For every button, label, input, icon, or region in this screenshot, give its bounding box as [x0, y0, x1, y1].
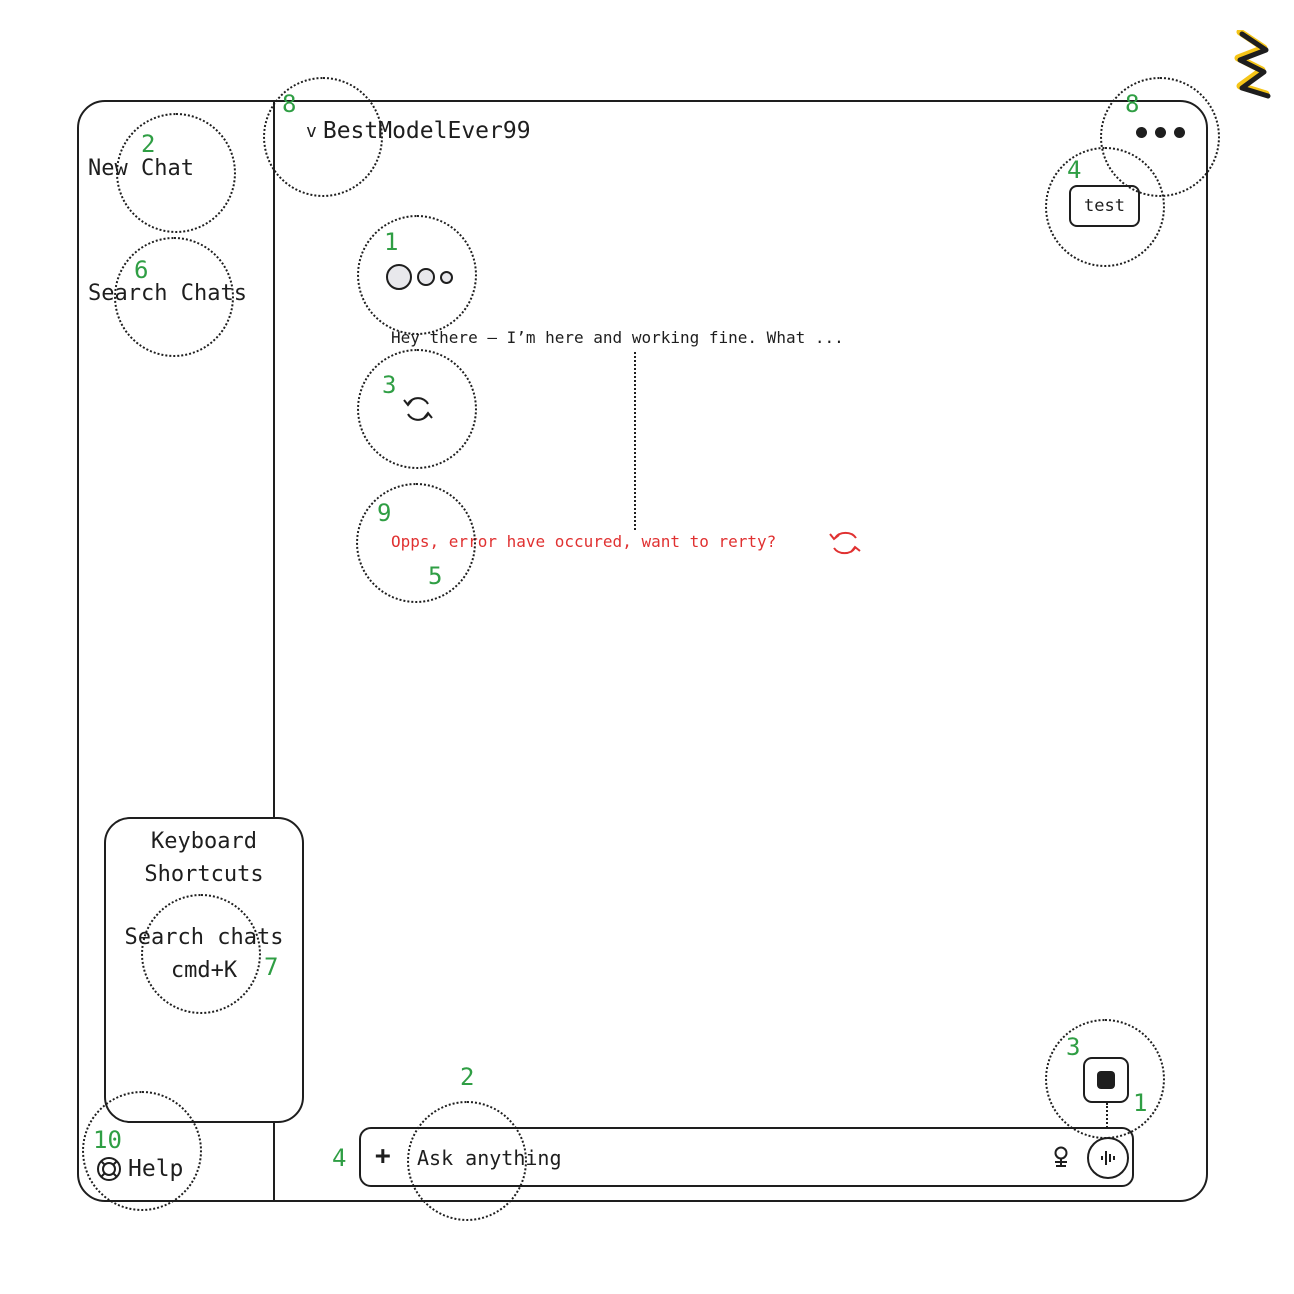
message-input[interactable] [417, 1141, 977, 1175]
help-label: Help [128, 1156, 184, 1182]
shortcuts-title-line2: Shortcuts [144, 862, 264, 887]
model-selector[interactable]: v BestModelEver99 [306, 118, 531, 144]
composer: + [359, 1127, 1134, 1187]
shortcut-search-chats[interactable]: Search chats cmd+K [106, 921, 302, 987]
shortcuts-title: Keyboard Shortcuts [106, 825, 302, 891]
refresh-icon [403, 397, 433, 421]
new-chat-button[interactable]: New Chat [88, 156, 194, 181]
refresh-icon [829, 531, 861, 555]
regenerate-button[interactable] [400, 392, 436, 426]
stop-button[interactable] [1083, 1057, 1129, 1103]
lightbulb-icon[interactable] [1051, 1145, 1071, 1171]
shortcut-keys: cmd+K [170, 958, 238, 983]
more-horizontal-icon [1136, 127, 1147, 138]
keyboard-shortcuts-panel: Keyboard Shortcuts Search chats cmd+K [104, 817, 304, 1123]
test-button[interactable]: test [1069, 185, 1140, 227]
model-name: BestModelEver99 [322, 118, 531, 144]
assistant-message: Hey there – I’m here and working fine. W… [391, 328, 844, 347]
connector-line [634, 352, 636, 530]
more-options-button[interactable] [1136, 127, 1185, 138]
search-chats-button[interactable]: Search Chats [88, 281, 247, 306]
typing-dots-icon [386, 264, 453, 290]
zigzag-logo-icon [1234, 30, 1271, 99]
lifebuoy-icon [97, 1157, 121, 1181]
error-retry-button[interactable] [826, 526, 864, 560]
voice-button[interactable] [1087, 1137, 1129, 1179]
voice-waveform-icon [1101, 1151, 1115, 1165]
connector-line [1106, 1103, 1108, 1135]
chevron-down-icon: v [306, 120, 317, 142]
help-button[interactable]: Help [96, 1156, 183, 1182]
app-window [77, 100, 1208, 1202]
add-attachment-button[interactable]: + [375, 1141, 391, 1171]
shortcuts-title-line1: Keyboard [151, 829, 257, 854]
stop-icon [1097, 1071, 1115, 1089]
shortcut-label: Search chats [124, 925, 284, 950]
error-message: Opps, error have occured, want to rerty? [391, 532, 777, 551]
sidebar-divider [273, 100, 275, 1202]
